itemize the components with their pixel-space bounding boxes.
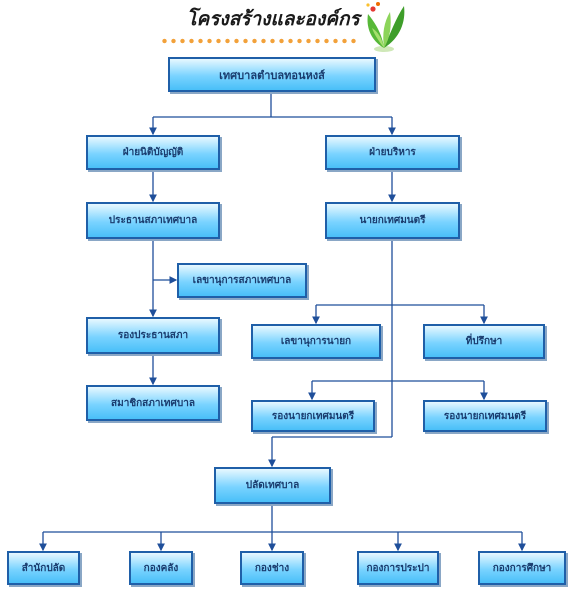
node-municipality: เทศบาลตำบลทอนหงส์ bbox=[168, 57, 376, 92]
node-executive: ฝ่ายบริหาร bbox=[325, 135, 460, 170]
plant-icon bbox=[366, 2, 405, 52]
node-deputy-mayor-2: รองนายกเทศมนตรี bbox=[423, 400, 547, 432]
node-deputy-mayor-1: รองนายกเทศมนตรี bbox=[251, 400, 375, 432]
node-education-division: กองการศึกษา bbox=[478, 551, 566, 585]
page-title: โครงสร้างและองค์กร bbox=[186, 8, 360, 30]
node-clerk-office: สำนักปลัด bbox=[7, 551, 80, 585]
node-legislative: ฝ่ายนิติบัญญัติ bbox=[86, 135, 220, 170]
node-advisor: ที่ปรึกษา bbox=[423, 324, 545, 359]
node-council-members: สมาชิกสภาเทศบาล bbox=[86, 385, 220, 421]
node-water-division: กองการประปา bbox=[357, 551, 439, 585]
node-municipal-clerk: ปลัดเทศบาล bbox=[214, 467, 331, 504]
node-council-president: ประธานสภาเทศบาล bbox=[86, 202, 220, 239]
node-mayor-secretary: เลขานุการนายก bbox=[251, 324, 381, 359]
node-council-secretary: เลขานุการสภาเทศบาล bbox=[177, 263, 307, 298]
title-underline-dots bbox=[160, 38, 360, 44]
node-vice-council-president: รองประธานสภา bbox=[86, 317, 220, 354]
node-mayor: นายกเทศมนตรี bbox=[325, 202, 460, 239]
node-engineering-division: กองช่าง bbox=[240, 551, 304, 585]
node-finance-division: กองคลัง bbox=[129, 551, 193, 585]
